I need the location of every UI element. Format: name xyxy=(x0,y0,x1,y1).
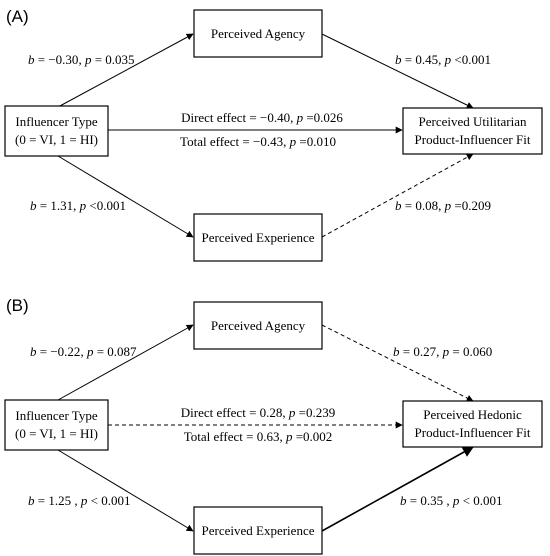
panel-b-outcome-line2: Product-Influencer Fit xyxy=(415,425,531,440)
panel-a-b2-coef: b = 0.08, p =0.209 xyxy=(395,198,491,213)
panel-a-path-b2 xyxy=(321,153,474,238)
panel-a-path-a1 xyxy=(57,33,194,108)
panel-b-path-a1 xyxy=(57,324,194,401)
panel-a-outcome-line1: Perceived Utilitarian xyxy=(419,114,527,129)
panel-a-path-a2 xyxy=(57,155,194,238)
panel-b-experience-label: Perceived Experience xyxy=(202,523,315,538)
panel-b-path-a2 xyxy=(57,449,194,532)
panel-a-predictor-line2: (0 = VI, 1 = HI) xyxy=(15,132,98,147)
panel-a-a1-coef: b = −0.30, p = 0.035 xyxy=(28,52,135,67)
panel-a-predictor-box xyxy=(4,105,109,157)
panel-b-predictor-line1: Influencer Type xyxy=(15,408,97,423)
panel-a-experience-box xyxy=(193,213,323,262)
panel-b-outcome-line1: Perceived Hedonic xyxy=(423,407,522,422)
panel-b-path-b2 xyxy=(321,446,474,532)
panel-b-outcome-box xyxy=(402,400,543,448)
panel-b-b1-coef: b = 0.27, p = 0.060 xyxy=(393,344,492,359)
panel-a-predictor-line1: Influencer Type xyxy=(15,114,97,129)
panel-b-a2-coef: b = 1.25 , p < 0.001 xyxy=(28,493,130,508)
panel-a-agency-box xyxy=(193,9,323,58)
panel-b-agency-box xyxy=(193,301,323,350)
panel-b-label: (B) xyxy=(6,296,29,315)
panel-b-experience-box xyxy=(193,506,323,555)
panel-a-a2-coef: b = 1.31, p <0.001 xyxy=(30,198,126,213)
panel-b-predictor-line2: (0 = VI, 1 = HI) xyxy=(15,426,98,441)
panel-a-b1-coef: b = 0.45, p <0.001 xyxy=(395,52,491,67)
panel-b-a1-coef: b = −0.22, p = 0.087 xyxy=(30,344,137,359)
panel-a-label: (A) xyxy=(6,7,29,26)
panel-b-path-b1 xyxy=(321,324,474,402)
panel-a-outcome-line2: Product-Influencer Fit xyxy=(415,132,531,147)
panel-a: (A) Influencer Type (0 = VI, 1 = HI) Per… xyxy=(4,7,543,262)
panel-a-path-b1 xyxy=(321,33,474,109)
panel-b-agency-label: Perceived Agency xyxy=(211,318,306,333)
panel-b-total-effect: Total effect = 0.63, p =0.002 xyxy=(184,429,333,444)
panel-b-direct-effect: Direct effect = 0.28, p =0.239 xyxy=(181,405,336,420)
panel-a-experience-label: Perceived Experience xyxy=(202,230,315,245)
panel-a-outcome-box xyxy=(402,107,543,155)
panel-b-b2-coef: b = 0.35 , p < 0.001 xyxy=(400,493,502,508)
panel-a-agency-label: Perceived Agency xyxy=(211,26,306,41)
panel-a-direct-effect: Direct effect = −0.40, p =0.026 xyxy=(181,110,343,125)
panel-a-total-effect: Total effect = −0.43, p =0.010 xyxy=(180,134,336,149)
panel-b-predictor-box xyxy=(4,399,109,451)
panel-b: (B) Influencer Type (0 = VI, 1 = HI) Per… xyxy=(4,296,543,555)
